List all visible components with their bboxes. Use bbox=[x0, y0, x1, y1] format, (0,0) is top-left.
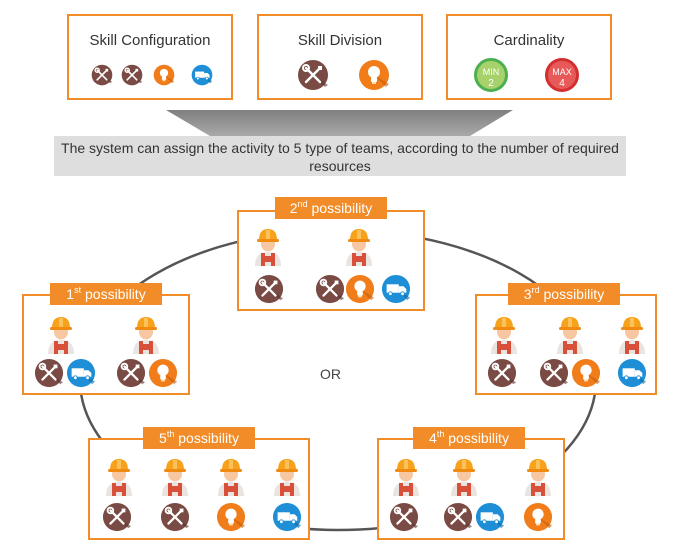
possibility-2-label: 2nd possibility bbox=[275, 197, 387, 219]
possibility-2-box bbox=[237, 210, 425, 311]
worker-icon bbox=[214, 456, 248, 496]
wrench-screwdriver-icon bbox=[539, 358, 569, 388]
cardinality-box: Cardinality bbox=[446, 14, 612, 100]
lightbulb-icon bbox=[345, 274, 375, 304]
callout-arrow bbox=[54, 110, 626, 176]
worker-icon bbox=[44, 314, 78, 354]
wrench-screwdriver-icon bbox=[160, 502, 190, 532]
skill-division-title: Skill Division bbox=[297, 32, 383, 49]
cardinality-title: Cardinality bbox=[493, 32, 565, 49]
wrench-screwdriver-icon bbox=[34, 358, 64, 388]
possibility-3-label: 3rd possibility bbox=[508, 283, 620, 305]
truck-icon bbox=[272, 502, 302, 532]
lightbulb-icon bbox=[523, 502, 553, 532]
worker-icon bbox=[553, 314, 587, 354]
possibility-4-box bbox=[377, 438, 565, 540]
possibility-4-label: 4th possibility bbox=[413, 427, 525, 449]
wrench-screwdriver-icon bbox=[443, 502, 473, 532]
worker-icon bbox=[102, 456, 136, 496]
truck-icon bbox=[381, 274, 411, 304]
min-label: MIN bbox=[482, 67, 500, 77]
wrench-screwdriver-icon bbox=[116, 358, 146, 388]
min-value: 2 bbox=[488, 78, 494, 89]
wrench-screwdriver-icon bbox=[254, 274, 284, 304]
lightbulb-icon bbox=[571, 358, 601, 388]
max-label: MAX bbox=[552, 67, 572, 77]
worker-icon bbox=[447, 456, 481, 496]
wrench-screwdriver-icon bbox=[389, 502, 419, 532]
possibility-5-box bbox=[88, 438, 310, 540]
worker-icon bbox=[251, 226, 285, 266]
wrench-screwdriver-icon bbox=[487, 358, 517, 388]
callout-text: The system can assign the activity to 5 … bbox=[61, 140, 619, 174]
truck-icon bbox=[617, 358, 647, 388]
worker-icon bbox=[158, 456, 192, 496]
skill-configuration-box: Skill Configuration bbox=[67, 14, 233, 100]
possibility-1-box bbox=[22, 294, 190, 395]
possibility-1-label: 1st possibility bbox=[50, 283, 162, 305]
worker-icon bbox=[270, 456, 304, 496]
max-value: 4 bbox=[559, 78, 565, 89]
skill-configuration-title: Skill Configuration bbox=[89, 32, 211, 49]
lightbulb-icon bbox=[216, 502, 246, 532]
truck-icon bbox=[475, 502, 505, 532]
worker-icon bbox=[487, 314, 521, 354]
truck-icon bbox=[66, 358, 96, 388]
max-badge: MAX 4 bbox=[545, 58, 579, 92]
worker-icon bbox=[615, 314, 649, 354]
wrench-screwdriver-icon bbox=[102, 502, 132, 532]
worker-icon bbox=[342, 226, 376, 266]
worker-icon bbox=[521, 456, 555, 496]
possibility-3-box bbox=[475, 294, 657, 395]
min-badge: MIN 2 bbox=[474, 58, 508, 92]
or-text: OR bbox=[320, 366, 341, 382]
lightbulb-icon bbox=[148, 358, 178, 388]
possibility-5-label: 5th possibility bbox=[143, 427, 255, 449]
worker-icon bbox=[389, 456, 423, 496]
wrench-screwdriver-icon bbox=[315, 274, 345, 304]
skill-division-box: Skill Division bbox=[257, 14, 423, 100]
worker-icon bbox=[129, 314, 163, 354]
